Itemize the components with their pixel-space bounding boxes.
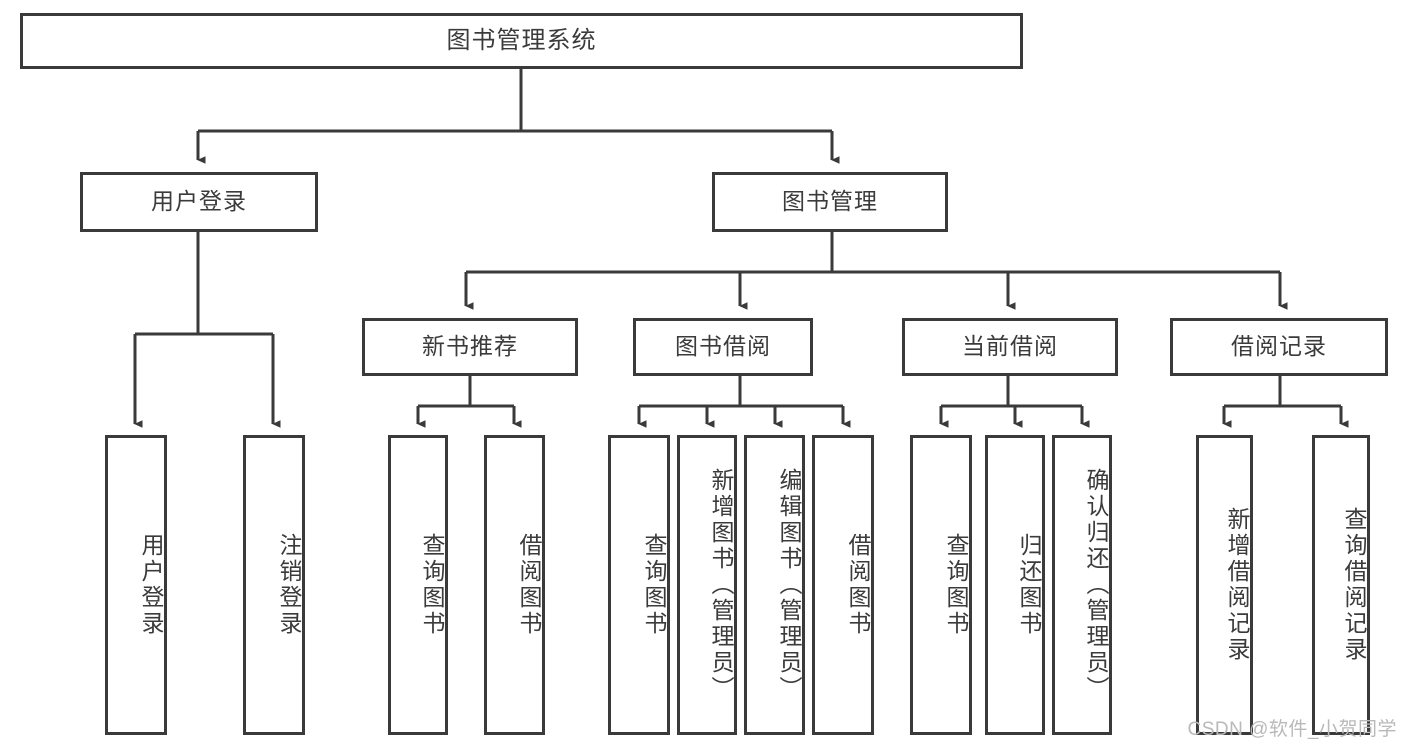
node-borrow-record[interactable]: 借阅记录 <box>1170 318 1388 376</box>
node-new-book-recommend[interactable]: 新书推荐 <box>362 318 578 376</box>
node-label: 图书借阅 <box>675 333 771 360</box>
node-label: 用户登录 <box>151 188 247 215</box>
node-root-system[interactable]: 图书管理系统 <box>20 13 1023 69</box>
node-book-manage[interactable]: 图书管理 <box>712 172 948 232</box>
node-leaf-edit-book[interactable]: 编辑图书（管理员） <box>744 435 805 735</box>
node-label: 新增借阅记录 <box>1224 507 1250 663</box>
node-label: 图书管理 <box>782 188 878 215</box>
node-leaf-query-book-recommend[interactable]: 查询图书 <box>388 435 448 735</box>
node-leaf-add-borrow-record[interactable]: 新增借阅记录 <box>1196 435 1253 735</box>
node-label: 图书管理系统 <box>446 26 597 54</box>
node-label: 查询图书 <box>943 533 969 637</box>
node-book-borrow[interactable]: 图书借阅 <box>633 318 813 376</box>
node-label: 新书推荐 <box>422 333 518 360</box>
node-leaf-user-login[interactable]: 用户登录 <box>105 435 167 735</box>
node-user-login[interactable]: 用户登录 <box>80 172 318 232</box>
node-leaf-borrow-book-recommend[interactable]: 借阅图书 <box>484 435 545 735</box>
node-label: 新增图书（管理员） <box>708 468 734 702</box>
node-leaf-query-book-current[interactable]: 查询图书 <box>910 435 972 735</box>
node-current-borrow[interactable]: 当前借阅 <box>902 318 1118 376</box>
node-label: 借阅图书 <box>516 533 542 637</box>
node-leaf-borrow-book[interactable]: 借阅图书 <box>812 435 874 735</box>
node-leaf-logout[interactable]: 注销登录 <box>243 435 305 735</box>
node-label: 确认归还（管理员） <box>1083 468 1109 702</box>
node-leaf-confirm-return[interactable]: 确认归还（管理员） <box>1052 435 1112 735</box>
node-label: 用户登录 <box>138 533 164 637</box>
node-label: 查询借阅记录 <box>1341 507 1367 663</box>
node-leaf-add-book[interactable]: 新增图书（管理员） <box>677 435 737 735</box>
node-label: 借阅记录 <box>1231 333 1327 360</box>
node-label: 编辑图书（管理员） <box>776 468 802 702</box>
node-label: 查询图书 <box>419 533 445 637</box>
node-leaf-query-book-borrow[interactable]: 查询图书 <box>608 435 670 735</box>
node-leaf-return-book[interactable]: 归还图书 <box>985 435 1045 735</box>
node-label: 注销登录 <box>276 533 302 637</box>
node-label: 借阅图书 <box>845 533 871 637</box>
node-label: 当前借阅 <box>962 333 1058 360</box>
node-label: 查询图书 <box>641 533 667 637</box>
node-leaf-query-borrow-record[interactable]: 查询借阅记录 <box>1312 435 1370 735</box>
node-label: 归还图书 <box>1016 533 1042 637</box>
